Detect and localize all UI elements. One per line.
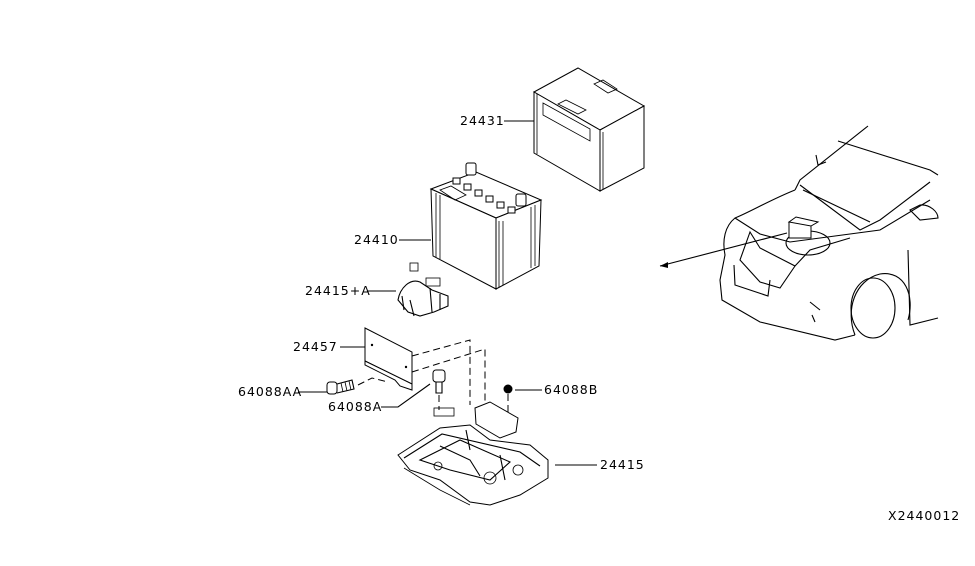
- callout-64088b[interactable]: 64088B: [544, 382, 599, 397]
- vehicle-location-drawing: [659, 125, 939, 341]
- callout-64088a[interactable]: 64088A: [328, 399, 383, 414]
- callout-24415-a[interactable]: 24415+A: [305, 283, 371, 298]
- battery-drawing[interactable]: [429, 162, 543, 290]
- assembly-dashed-lines: [357, 339, 509, 420]
- callout-64088aa[interactable]: 64088AA: [238, 384, 303, 399]
- callout-24431[interactable]: 24431: [460, 113, 505, 128]
- illustration-id: X2440012: [888, 508, 961, 523]
- callout-24410[interactable]: 24410: [354, 232, 399, 247]
- bolt-64088aa-drawing[interactable]: [326, 379, 355, 395]
- leader-lines: [298, 120, 597, 466]
- bracket-plate-drawing[interactable]: [364, 327, 413, 391]
- callout-24457[interactable]: 24457: [293, 339, 338, 354]
- nut-64088b-drawing[interactable]: [503, 384, 513, 394]
- callout-24415[interactable]: 24415: [600, 457, 645, 472]
- battery-frame-drawing[interactable]: [397, 262, 449, 317]
- battery-cover-drawing[interactable]: [532, 67, 646, 192]
- battery-tray-drawing[interactable]: [397, 401, 549, 506]
- bolt-64088a-drawing[interactable]: [432, 369, 446, 394]
